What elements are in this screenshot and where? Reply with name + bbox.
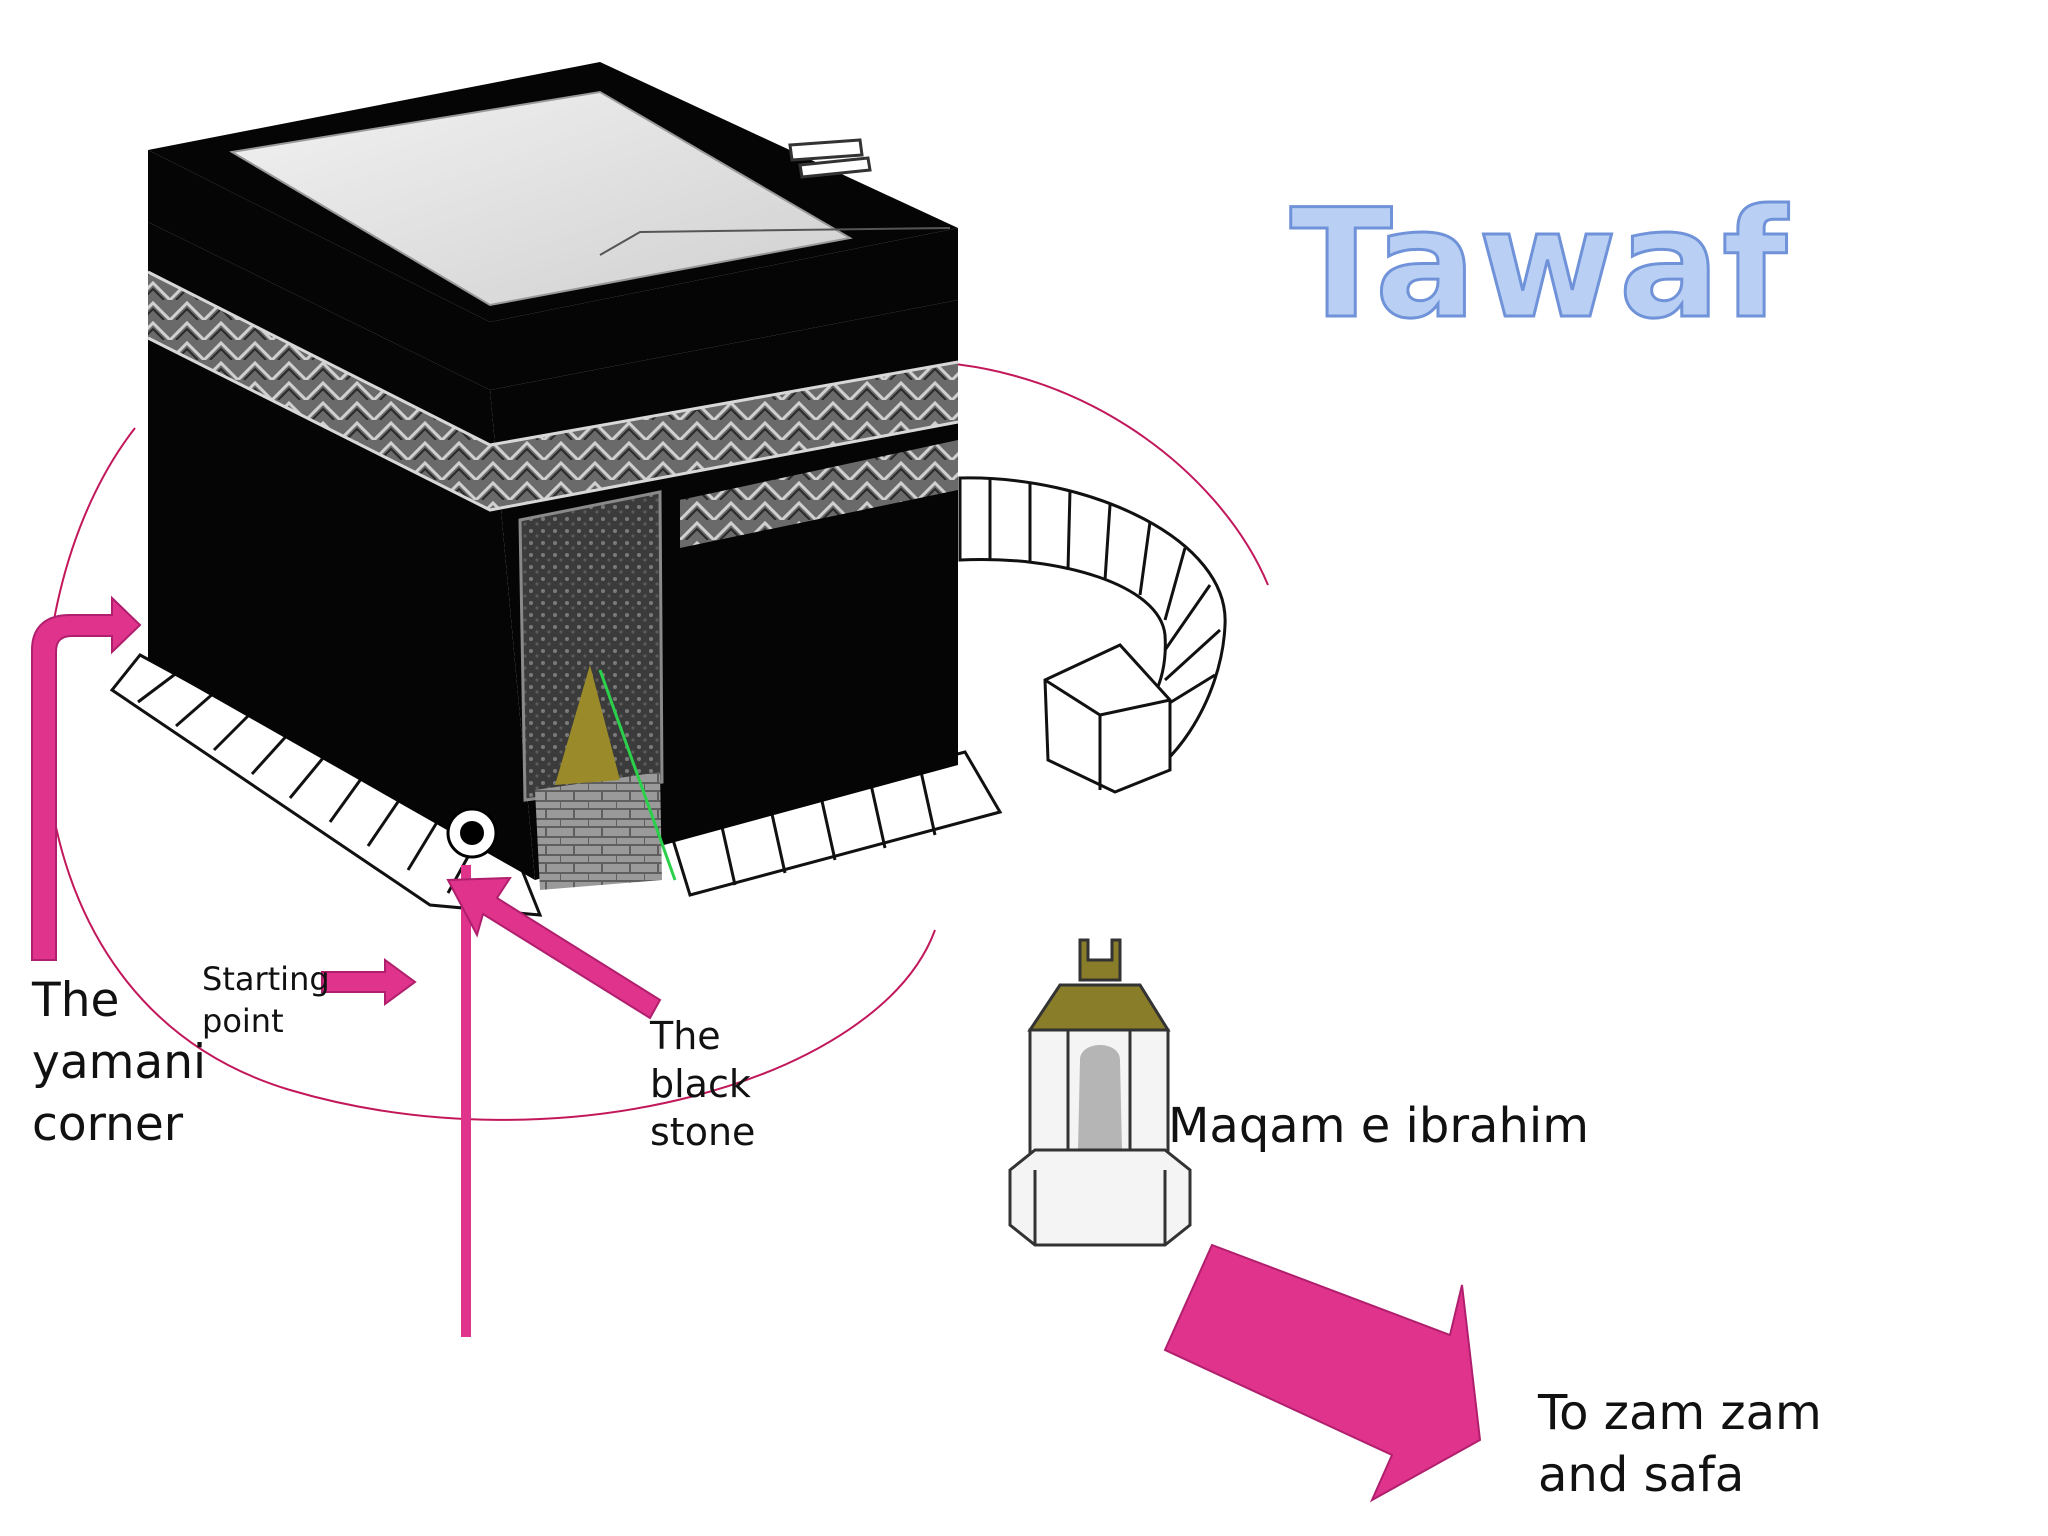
maqam-ibrahim-label: Maqam e ibrahim: [1168, 1098, 1589, 1154]
black-stone-marker: [446, 807, 498, 859]
black-stone-label: The black stone: [650, 1014, 756, 1154]
page-title: Tawaf: [1288, 177, 1790, 354]
yamani-corner-label: The yamani corner: [32, 973, 207, 1152]
zamzam-safa-label: To zam zam and safa: [1538, 1385, 1822, 1503]
mizab-spout: [788, 138, 872, 179]
zamzam-safa-arrow: [1163, 1243, 1482, 1503]
arrows: [31, 595, 1482, 1503]
hijr-ismail-wall: [958, 476, 1227, 794]
starting-point-label: Starting point: [202, 960, 330, 1040]
kaaba: [147, 62, 959, 890]
maqam-ibrahim: [1008, 938, 1192, 1247]
yamani-corner-arrow: [31, 595, 142, 961]
black-stone-arrow: [446, 876, 662, 1020]
starting-point-arrow: [321, 958, 417, 1006]
starting-line: [461, 865, 471, 1337]
